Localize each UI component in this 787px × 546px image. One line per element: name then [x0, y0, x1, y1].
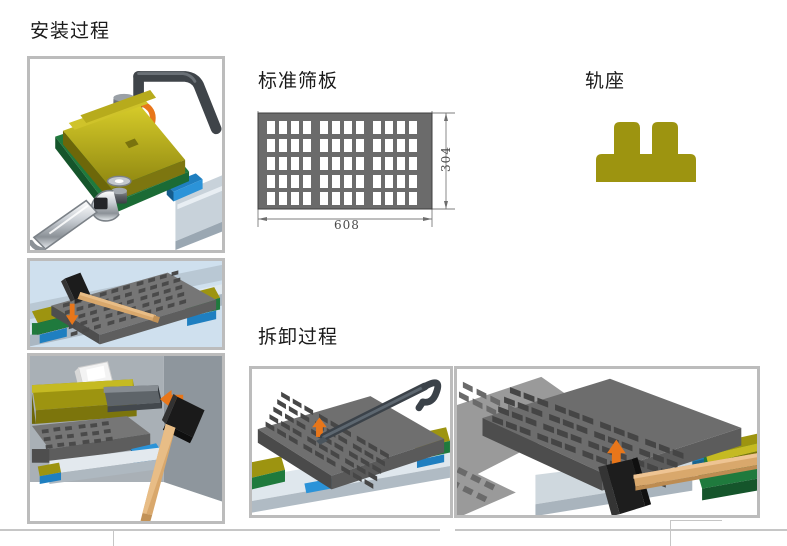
bottom-tick-left	[113, 531, 114, 546]
disassembly-step-1-panel	[249, 366, 453, 518]
disassembly-step-1-illustration	[252, 369, 450, 515]
install-step-3-panel	[27, 353, 225, 524]
standard-plate-svg	[257, 111, 455, 227]
spanner-icon	[30, 189, 120, 250]
bottom-tick-bar-right	[670, 520, 722, 521]
dimension-arrows	[258, 113, 448, 221]
up-arrow-icon	[606, 439, 626, 466]
plate-height-dimension: 304	[439, 146, 453, 172]
standard-plate-title: 标准筛板	[258, 70, 339, 92]
rail-seat-title: 轨座	[585, 70, 626, 92]
install-step-1-illustration	[30, 71, 222, 250]
plate-width-dimension: 608	[334, 218, 360, 232]
installation-process-title: 安装过程	[30, 20, 111, 42]
foot-clip-icon	[37, 462, 62, 484]
standard-plate-drawing	[250, 105, 465, 245]
washer-lower-icon	[106, 175, 132, 204]
install-step-3-illustration	[30, 356, 222, 521]
screen-plate-icon	[482, 378, 742, 491]
bottom-tick-right	[670, 520, 671, 546]
rail-seat-shape	[596, 122, 696, 182]
install-step-2-panel	[27, 258, 225, 350]
screen-plate-icon	[31, 416, 151, 463]
rail-seat-icon	[62, 90, 186, 203]
sledge-hammer-icon	[598, 453, 757, 515]
rail-seat-profile-svg	[596, 122, 696, 182]
bottom-divider-right	[455, 529, 787, 531]
up-arrow-icon	[312, 417, 327, 437]
disassembly-process-title: 拆卸过程	[258, 326, 339, 348]
disassembly-step-2-illustration	[457, 369, 757, 515]
bottom-divider-left	[0, 529, 440, 531]
crowbar-icon	[316, 379, 442, 445]
disassembly-step-2-panel	[454, 366, 760, 518]
sledge-hammer-icon	[140, 393, 205, 521]
down-arrow-icon	[65, 303, 79, 325]
screen-plate-icon	[257, 391, 445, 490]
install-step-1-panel	[27, 56, 225, 253]
install-step-2-illustration	[30, 261, 222, 347]
plate-slot-grid	[267, 121, 417, 205]
rubber-mallet-icon	[61, 272, 160, 324]
rail-seat-profile	[592, 110, 712, 190]
drift-punch-icon	[103, 385, 162, 413]
